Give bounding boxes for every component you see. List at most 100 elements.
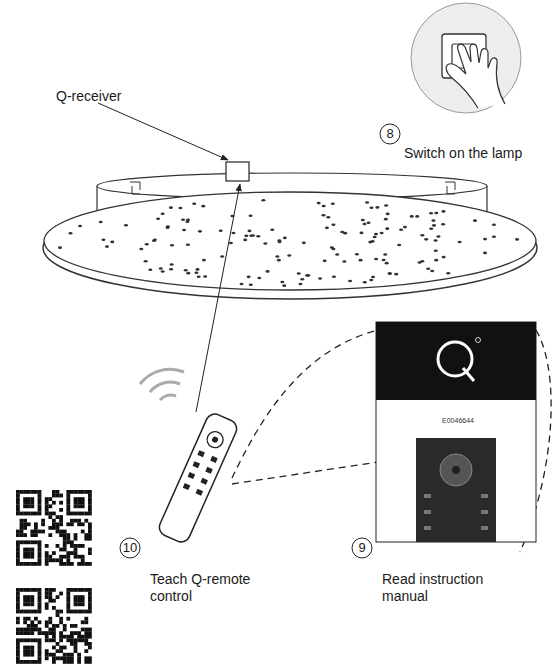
led-dot xyxy=(436,235,440,238)
led-dot xyxy=(441,223,445,226)
led-dot xyxy=(369,279,373,282)
led-dot xyxy=(434,212,438,215)
leader-line xyxy=(98,103,228,160)
led-dot xyxy=(169,206,173,209)
led-dot xyxy=(442,256,446,259)
led-dot xyxy=(386,213,390,216)
led-dot xyxy=(229,242,233,245)
callout-number: 8 xyxy=(380,126,400,142)
q-receiver-box xyxy=(226,162,249,181)
led-dot xyxy=(331,248,335,251)
led-dot xyxy=(170,244,174,247)
led-dot xyxy=(195,268,199,271)
led-dot xyxy=(261,199,265,202)
led-dot xyxy=(124,224,128,227)
led-dot xyxy=(240,283,244,286)
led-dot xyxy=(434,259,438,262)
led-dot xyxy=(458,241,462,244)
led-dot xyxy=(473,219,477,222)
step-caption: Read instruction manual xyxy=(382,571,500,605)
led-dot xyxy=(220,255,224,258)
qr-code xyxy=(16,490,92,566)
part-name: Q-receiver xyxy=(56,88,156,105)
led-dot xyxy=(373,236,377,239)
led-dot xyxy=(426,268,430,271)
led-dot xyxy=(275,255,279,258)
led-dot xyxy=(383,253,387,256)
led-dot xyxy=(247,276,251,279)
led-dot xyxy=(266,270,270,273)
led-dot xyxy=(384,204,388,207)
led-dot xyxy=(186,218,190,221)
led-dot xyxy=(165,226,169,229)
led-dot xyxy=(399,228,403,231)
led-dot xyxy=(198,230,202,233)
led-dot xyxy=(219,229,223,232)
led-dot xyxy=(430,270,434,273)
led-dot xyxy=(148,269,152,272)
led-dot xyxy=(367,221,371,224)
led-dot xyxy=(298,283,302,286)
led-dot xyxy=(78,225,82,228)
led-dot xyxy=(182,229,186,232)
led-dot xyxy=(156,217,160,220)
led-dot xyxy=(300,278,304,281)
led-dot xyxy=(371,276,375,279)
led-dot xyxy=(161,270,165,273)
led-dot xyxy=(331,223,335,226)
led-dot xyxy=(369,206,373,209)
led-dot xyxy=(278,241,282,244)
led-dot xyxy=(492,223,496,226)
led-dot xyxy=(420,234,424,237)
instruction-manual xyxy=(376,322,536,542)
led-dot xyxy=(380,232,384,235)
led-dot xyxy=(335,253,339,256)
led-dot xyxy=(197,275,201,278)
led-dot xyxy=(394,273,398,276)
led-dot xyxy=(342,260,346,263)
led-dot xyxy=(429,227,433,230)
led-dot xyxy=(359,259,363,262)
led-dot xyxy=(515,238,519,241)
callout-number: 9 xyxy=(352,540,372,556)
led-dot xyxy=(243,239,247,242)
led-dot xyxy=(105,245,109,248)
led-dot xyxy=(343,232,347,235)
led-dot xyxy=(263,242,267,245)
led-dot xyxy=(432,224,436,227)
led-dot xyxy=(251,234,255,237)
led-dot xyxy=(385,262,389,265)
led-dot xyxy=(203,275,207,278)
led-dot xyxy=(202,259,206,262)
led-dot xyxy=(297,272,301,275)
led-dot xyxy=(270,228,274,231)
led-dot xyxy=(359,232,363,235)
led-dot xyxy=(277,259,281,262)
led-dot xyxy=(257,277,261,280)
led-dot xyxy=(159,267,163,270)
led-dot xyxy=(192,202,196,205)
led-dot xyxy=(321,214,325,217)
led-dot xyxy=(424,238,428,241)
led-dot xyxy=(368,241,372,244)
led-dot xyxy=(434,249,438,252)
led-dot xyxy=(68,232,72,235)
led-dot xyxy=(201,205,205,208)
led-dot xyxy=(410,215,414,218)
led-dot xyxy=(110,241,114,244)
led-dot xyxy=(231,232,235,235)
led-dot xyxy=(441,210,445,213)
step-caption: Teach Q-remote control xyxy=(150,571,278,605)
led-dot xyxy=(194,272,198,275)
led-dot xyxy=(256,235,260,238)
led-dot xyxy=(282,284,286,287)
led-dot xyxy=(186,244,190,247)
led-dot xyxy=(374,233,378,236)
led-dot xyxy=(153,238,157,241)
led-dot xyxy=(348,280,352,283)
led-dot xyxy=(283,237,287,240)
led-dot xyxy=(375,206,379,209)
led-dot xyxy=(169,268,173,271)
led-dot xyxy=(58,246,62,249)
